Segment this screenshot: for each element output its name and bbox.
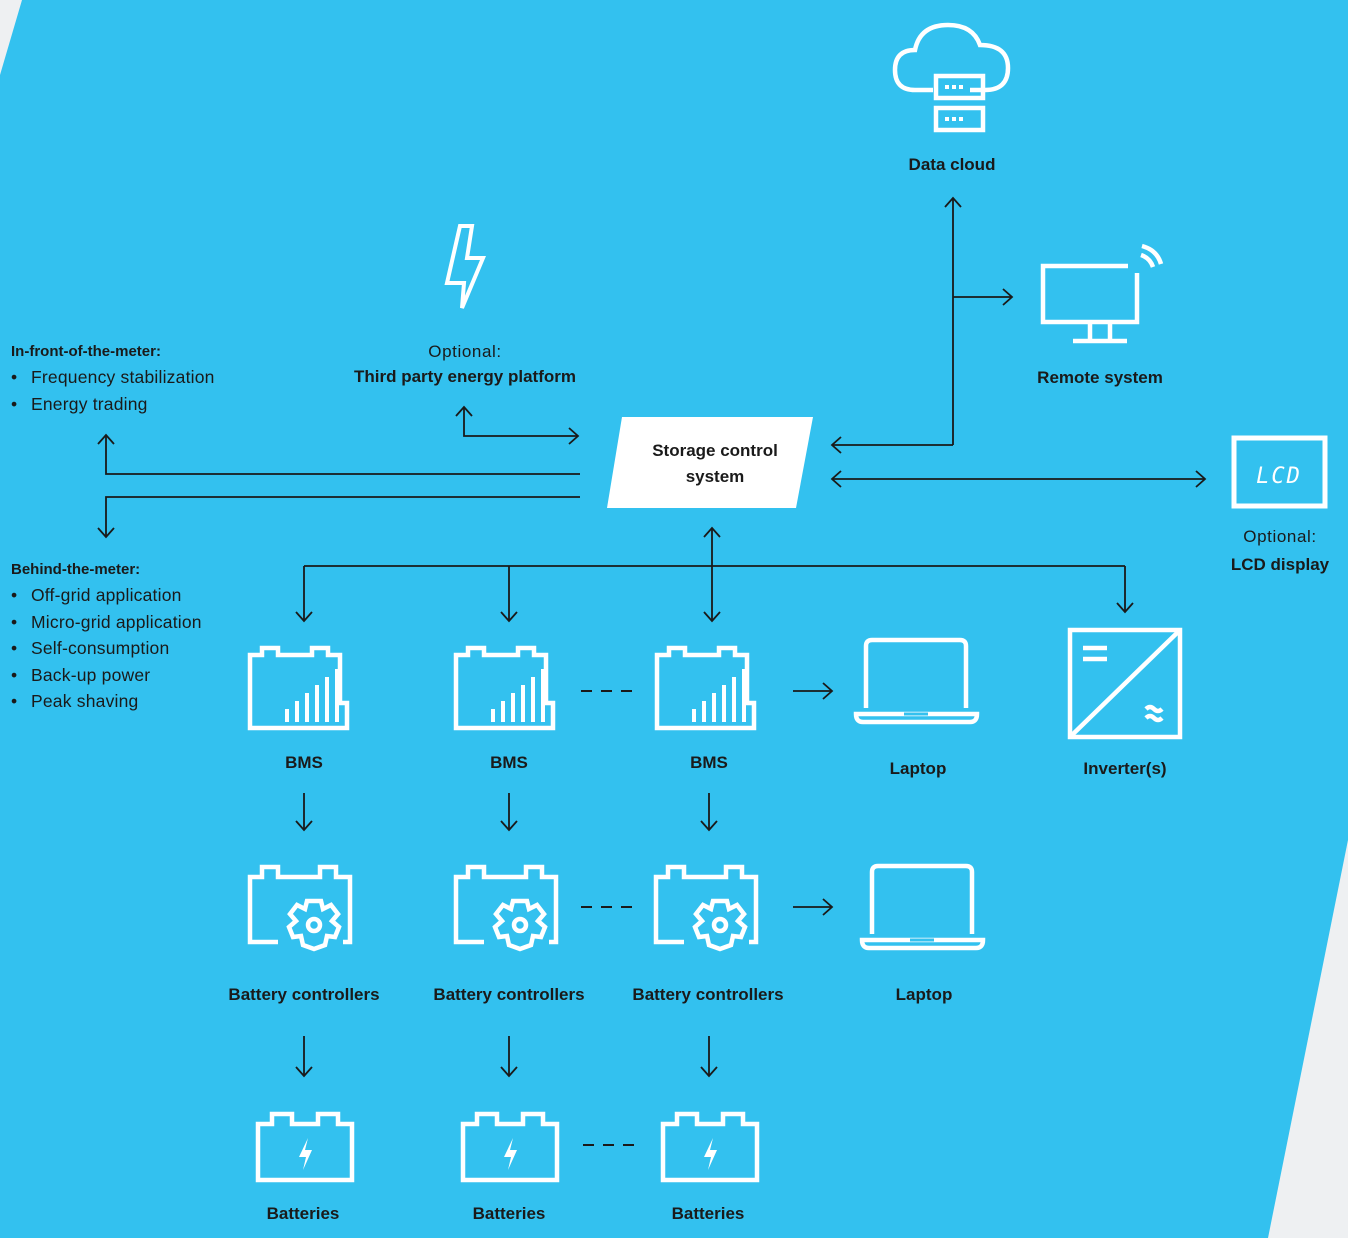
list-item: Peak shaving (11, 688, 202, 715)
battery-controllers-label: Battery controllers (228, 985, 380, 1004)
batteries-label: Batteries (671, 1204, 745, 1223)
data-cloud-label: Data cloud (908, 155, 996, 174)
third-party-label: Third party energy platform (354, 367, 576, 386)
svg-text:LCD: LCD (1256, 464, 1302, 489)
list-item: Frequency stabilization (11, 364, 215, 391)
bms-label: BMS (285, 753, 323, 772)
list-item: Self-consumption (11, 635, 202, 662)
bms-label: BMS (690, 753, 728, 772)
list-item: Off-grid application (11, 582, 202, 609)
laptop-label: Laptop (895, 985, 953, 1004)
storage-control-label: Storage control system (652, 441, 778, 486)
third-party-optional: Optional: (428, 342, 502, 361)
inverter-label: Inverter(s) (1083, 759, 1167, 778)
storage-control-box (607, 417, 813, 508)
list-item: Energy trading (11, 391, 215, 418)
battery-controllers-label: Battery controllers (632, 985, 784, 1004)
list-item: Micro-grid application (11, 609, 202, 636)
batteries-label: Batteries (266, 1204, 340, 1223)
battery-controllers-label: Battery controllers (433, 985, 585, 1004)
laptop-label: Laptop (889, 759, 947, 778)
batteries-label: Batteries (472, 1204, 546, 1223)
remote-system-label: Remote system (1037, 368, 1163, 387)
in-front-of-meter-title: In-front-of-the-meter: (11, 343, 161, 360)
list-item: Back-up power (11, 662, 202, 689)
monitor-icon (1040, 243, 1164, 344)
inverter-icon (1067, 627, 1183, 740)
lcd-display-label: LCD display (1230, 555, 1330, 574)
lightning-icon (444, 224, 487, 309)
behind-the-meter-list: Off-grid application Micro-grid applicat… (11, 582, 202, 715)
bms-label: BMS (490, 753, 528, 772)
in-front-of-meter-list: Frequency stabilization Energy trading (11, 364, 215, 417)
behind-the-meter-title: Behind-the-meter: (11, 561, 141, 578)
lcd-optional: Optional: (1243, 527, 1317, 546)
lcd-icon: LCD (1231, 435, 1328, 509)
cloud-server-icon (892, 22, 1011, 133)
